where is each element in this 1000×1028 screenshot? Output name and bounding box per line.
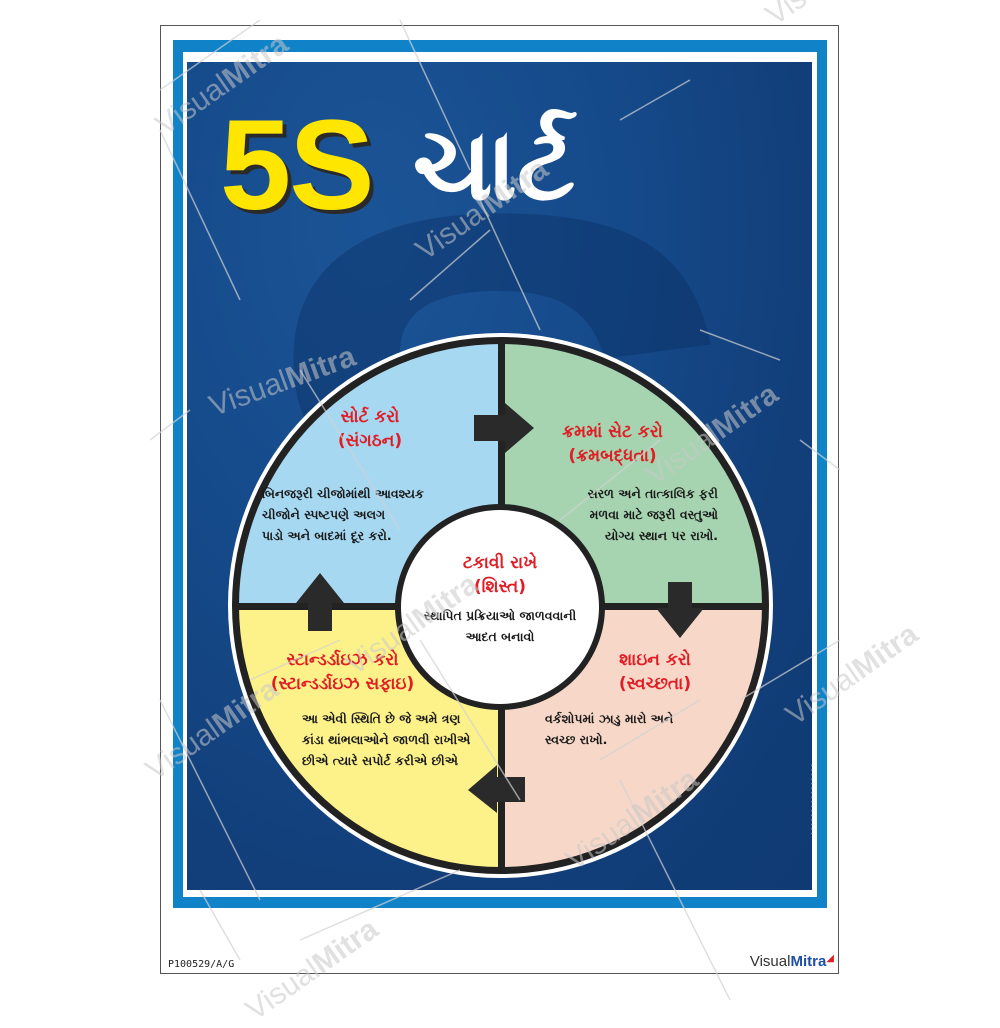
standardize-subheading: (સ્ટાન્ડર્ડાઇઝ સફાઇ) [270, 674, 415, 694]
shine-desc-line: સ્વચ્છ રાખો. [545, 732, 608, 747]
standardize-description: આ એવી સ્થિતિ છે જે અમે ત્રણ કાંડા થાંભલા… [302, 708, 502, 771]
arrow-down-icon [656, 582, 704, 638]
brand-logo-visual: Visual [749, 953, 791, 970]
standardize-desc-line: કાંડા થાંભલાઓને જાળવી રાખીએ [302, 732, 471, 747]
set-in-order-subheading: (ક્રમબદ્ધતા) [568, 446, 657, 466]
sustain-subheading: (શિસ્ત) [473, 577, 527, 597]
shine-subheading: (સ્વચ્છતા) [618, 674, 692, 694]
sustain-heading: ટકાવી રાખે [462, 553, 538, 573]
set-in-order-text: ક્રમમાં સેટ કરો (ક્રમબદ્ધતા) [530, 420, 695, 468]
arrow-right-icon [474, 403, 534, 453]
title-5s: 5S [220, 93, 375, 237]
shine-desc-line: વર્કશોપમાં ઝાડુ મારો અને [545, 711, 674, 726]
poster-title: 5S ચાર્ટ [220, 85, 575, 245]
sustain-text: ટકાવી રાખે (શિસ્ત) સ્થાપિત પ્રક્રિયાઓ જા… [410, 551, 590, 647]
standardize-desc-line: આ એવી સ્થિતિ છે જે અમે ત્રણ [302, 711, 461, 726]
sustain-desc-line: આદત બનાવો [465, 629, 535, 644]
sort-subheading: (સંગઠન) [337, 431, 403, 451]
sort-heading: સોર્ટ કરો [340, 407, 400, 427]
sort-desc-line: બિનજરૂરી ચીજોમાંથી આવશ્યક [262, 486, 424, 501]
standardize-desc-line: છીએ ત્યારે સપોર્ટ કરીએ છીએ [302, 753, 458, 768]
product-code: P100529/A/G [168, 959, 235, 970]
brand-logo-mark-icon: ◢ [826, 953, 834, 964]
sort-desc-line: પાડો અને બાદમાં દૂર કરો. [262, 528, 392, 543]
set-in-order-heading: ક્રમમાં સેટ કરો [562, 422, 663, 442]
sort-text: સોર્ટ કરો (સંગઠન) [300, 405, 440, 453]
shine-text: શાઇન કરો (સ્વચ્છતા) [590, 648, 720, 696]
set-in-order-description: સરળ અને તાત્કાલિક ફરી મળવા માટે જરૂરી વસ… [558, 483, 718, 546]
sort-desc-line: ચીજોને સ્પષ્ટપણે અલગ [262, 507, 386, 522]
brand-logo: VisualMitra◢ [750, 953, 834, 970]
standardize-text: સ્ટાન્ડર્ડાઇઝ કરો (સ્ટાન્ડર્ડાઇઝ સફાઇ) [255, 648, 430, 696]
shine-heading: શાઇન કરો [619, 650, 691, 670]
set-in-order-desc-line: યોગ્ય સ્થાન પર રાખો. [604, 528, 718, 543]
side-fine-print: • • • • • • • • • • • • • • • • [810, 763, 816, 835]
sort-description: બિનજરૂરી ચીજોમાંથી આવશ્યક ચીજોને સ્પષ્ટપ… [262, 483, 462, 546]
set-in-order-desc-line: સરળ અને તાત્કાલિક ફરી [587, 486, 718, 501]
set-in-order-desc-line: મળવા માટે જરૂરી વસ્તુઓ [589, 507, 718, 522]
arrow-up-icon [296, 573, 344, 631]
standardize-heading: સ્ટાન્ડર્ડાઇઝ કરો [286, 650, 399, 670]
title-chart-word: ચાર્ટ [412, 106, 576, 223]
shine-description: વર્કશોપમાં ઝાડુ મારો અને સ્વચ્છ રાખો. [545, 708, 725, 750]
sustain-desc-line: સ્થાપિત પ્રક્રિયાઓ જાળવવાની [423, 608, 577, 623]
brand-logo-mitra: Mitra [790, 953, 827, 970]
